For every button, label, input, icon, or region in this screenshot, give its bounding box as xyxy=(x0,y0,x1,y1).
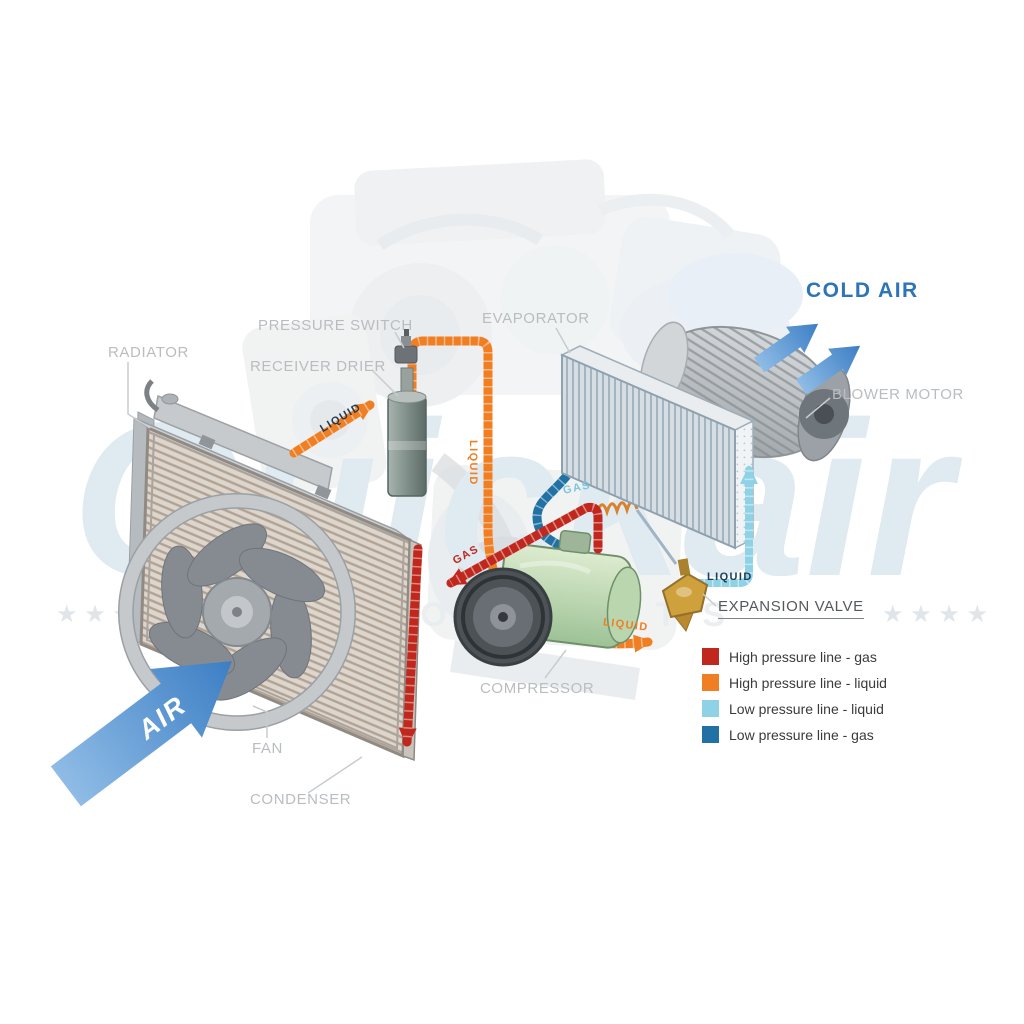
pipe-low-pressure-gas xyxy=(532,463,578,549)
legend-item-low-liquid: Low pressure line - liquid xyxy=(702,700,887,717)
label-pressure-switch: PRESSURE SWITCH xyxy=(258,317,413,334)
legend-item-low-gas: Low pressure line - gas xyxy=(702,726,887,743)
label-compressor: COMPRESSOR xyxy=(480,680,595,697)
legend-swatch-high-liquid xyxy=(702,674,719,691)
fan-illustration xyxy=(118,493,356,731)
flow-label-liquid-down: LIQUID xyxy=(467,440,479,486)
legend-item-high-liquid: High pressure line - liquid xyxy=(702,674,887,691)
legend-swatch-high-gas xyxy=(702,648,719,665)
compressor-illustration xyxy=(453,529,642,667)
watermark-stars-right: ★ ★ ★ ★ xyxy=(882,601,988,628)
legend-item-high-gas: High pressure line - gas xyxy=(702,648,887,665)
label-fan: FAN xyxy=(252,740,283,757)
pipe-high-pressure-gas xyxy=(398,502,603,747)
label-condenser: CONDENSER xyxy=(250,791,352,808)
label-cold-air: COLD AIR xyxy=(806,279,919,302)
legend-label-low-gas: Low pressure line - gas xyxy=(729,726,874,743)
legend-label-low-liquid: Low pressure line - liquid xyxy=(729,700,884,717)
label-expansion-valve: EXPANSION VALVE xyxy=(718,598,864,619)
legend: High pressure line - gas High pressure l… xyxy=(702,648,887,743)
cold-air-arrows xyxy=(754,323,861,395)
label-receiver-drier: RECEIVER DRIER xyxy=(250,358,386,375)
legend-swatch-low-gas xyxy=(702,726,719,743)
flow-label-liquid-low: LIQUID xyxy=(707,571,753,583)
expansion-valve-illustration xyxy=(661,558,709,632)
receiver-drier-illustration xyxy=(387,367,427,497)
pressure-switch-illustration xyxy=(394,329,418,364)
pipe-low-pressure-liquid xyxy=(691,465,758,588)
label-blower-motor: BLOWER MOTOR xyxy=(832,386,964,403)
label-evaporator: EVAPORATOR xyxy=(482,310,590,327)
legend-swatch-low-liquid xyxy=(702,700,719,717)
label-radiator: RADIATOR xyxy=(108,344,189,361)
legend-label-high-liquid: High pressure line - liquid xyxy=(729,674,887,691)
leader-lines xyxy=(127,327,831,794)
legend-label-high-gas: High pressure line - gas xyxy=(729,648,877,665)
